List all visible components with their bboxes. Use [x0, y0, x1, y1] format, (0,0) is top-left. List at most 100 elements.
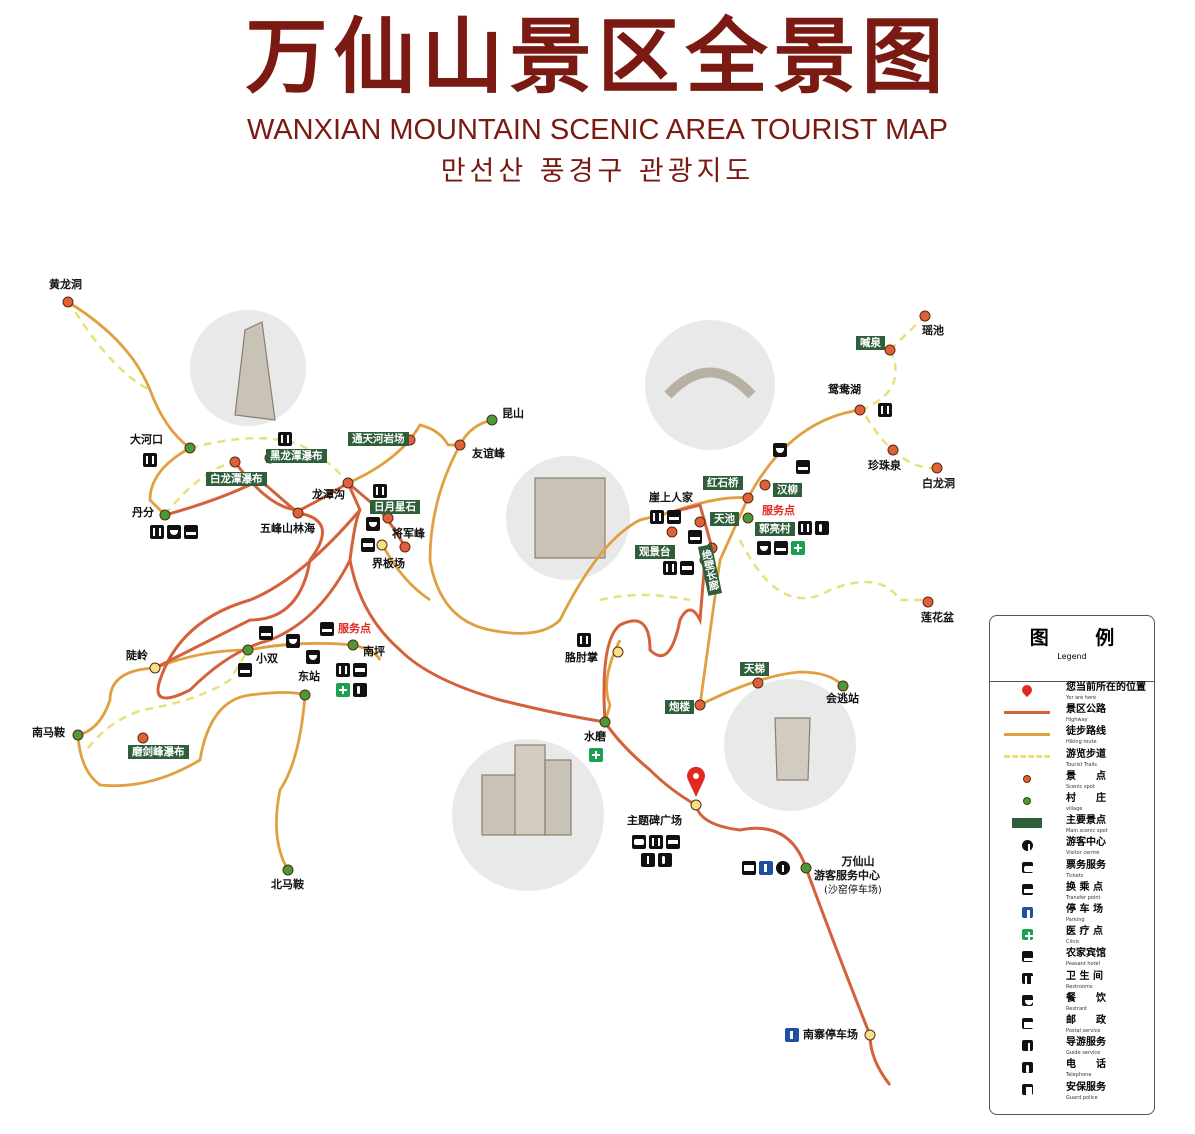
place-label[interactable]: 小双 [256, 652, 278, 665]
main-spot-label[interactable]: 郭亮村 [755, 522, 795, 536]
place-label[interactable]: 将军峰 [392, 527, 425, 540]
place-label[interactable]: 白龙洞 [922, 477, 955, 490]
main-spot-label[interactable]: 观景台 [635, 545, 675, 559]
main-spot-label[interactable]: 炮楼 [665, 700, 694, 714]
restroom-icon [577, 633, 591, 647]
legend-item-english: Hiking route [1066, 739, 1097, 746]
main-spot-label[interactable]: 汉柳 [773, 483, 802, 497]
guide-icon [1002, 1037, 1052, 1053]
hotel-icon [259, 626, 273, 640]
legend-item-english: Parking [1066, 917, 1085, 923]
place-label[interactable]: 南寨停车场 [803, 1028, 858, 1041]
legend-item-label: 停 车 场 [1066, 904, 1103, 915]
main-spot-label[interactable]: 白龙潭瀑布 [206, 472, 267, 486]
facility-icons [688, 530, 702, 544]
legend-item-english: Main scenic spot [1066, 828, 1108, 835]
restaurant-icon [167, 525, 181, 539]
facility-icons [286, 634, 300, 648]
place-label[interactable]: 胳肘掌 [565, 651, 598, 664]
main-spot-label[interactable]: 磨剑峰瀑布 [128, 745, 189, 759]
telephone-icon [353, 683, 367, 697]
visitor-center-name[interactable]: 万仙山 [841, 855, 875, 868]
facility-icons [878, 403, 892, 417]
legend-subtitle: Legend [1057, 652, 1087, 661]
place-label[interactable]: 界板场 [372, 557, 405, 570]
place-label[interactable]: 丹分 [132, 506, 154, 519]
place-label[interactable]: 崖上人家 [649, 491, 693, 504]
facility-icons [336, 683, 367, 697]
service-point-label: 服务点 [338, 622, 371, 635]
place-label[interactable]: 陡岭 [126, 649, 148, 662]
place-label[interactable]: 昆山 [502, 407, 524, 420]
hiking-routes [67, 300, 861, 871]
place-label[interactable]: 大河口 [130, 433, 163, 446]
main-spot-label[interactable]: 通天河岩场 [348, 432, 409, 446]
restroom-icon [278, 432, 292, 446]
telephone-icon [1002, 1059, 1052, 1075]
clinic-icon [791, 541, 805, 555]
guard-icon [1002, 1082, 1052, 1098]
hotel-icon [1002, 948, 1052, 964]
facility-icons [785, 1028, 799, 1042]
place-label[interactable]: 南坪 [363, 645, 385, 658]
place-label[interactable]: 珍珠泉 [868, 459, 901, 472]
main-spot-label[interactable]: 天池 [710, 512, 739, 526]
telephone-icon [658, 853, 672, 867]
legend-item-english: Guard police [1066, 1094, 1098, 1101]
main-spot-icon [1002, 815, 1052, 831]
facility-icons [589, 748, 603, 762]
ticket-icon [1002, 860, 1052, 876]
place-label[interactable]: 龙潭沟 [312, 488, 345, 501]
facility-icons [336, 663, 367, 677]
place-label[interactable]: 鸳鸯湖 [828, 383, 861, 396]
facility-icons [143, 453, 157, 467]
place-label[interactable]: 东站 [298, 670, 320, 683]
clinic-icon [1002, 926, 1052, 942]
hiking-line-icon [1002, 726, 1052, 742]
main-spot-label[interactable]: 红石桥 [703, 476, 743, 490]
restaurant-icon [366, 517, 380, 531]
parking-icon [1002, 904, 1052, 920]
facility-icons [641, 853, 672, 867]
postal-icon [1002, 1015, 1052, 1031]
clinic-icon [589, 748, 603, 762]
hotel-icon [238, 663, 252, 677]
facility-icons [361, 538, 375, 552]
facility-icons [663, 561, 694, 575]
main-spot-label[interactable]: 日月星石 [370, 500, 420, 514]
place-label[interactable]: 主题碑广场 [627, 814, 682, 827]
legend-item-label: 景 点 [1066, 770, 1106, 782]
hotel-icon [796, 460, 810, 474]
main-spot-label[interactable]: 天梯 [740, 662, 769, 676]
place-label[interactable]: 南马鞍 [32, 726, 65, 739]
main-spot-label[interactable]: 黑龙潭瀑布 [266, 449, 327, 463]
place-label[interactable]: 莲花盆 [921, 611, 954, 624]
restaurant-icon [773, 443, 787, 457]
facility-icons [278, 432, 292, 446]
legend-item-label: 您当前所在的位置 [1066, 682, 1146, 693]
legend-item-english: Tickets [1066, 872, 1084, 879]
place-label[interactable]: 黄龙洞 [49, 278, 82, 291]
place-label[interactable]: 友谊峰 [472, 447, 505, 460]
service-point-label: 服务点 [762, 504, 795, 517]
place-label[interactable]: 北马鞍 [271, 878, 304, 891]
postal-icon [742, 861, 756, 875]
clinic-icon [336, 683, 350, 697]
place-label[interactable]: 瑶池 [922, 324, 944, 337]
place-label[interactable]: 水磨 [584, 730, 606, 743]
visitor-center-name[interactable]: 游客服务中心 [814, 869, 880, 882]
main-spot-label[interactable]: 喊泉 [856, 336, 885, 350]
facility-icons [742, 861, 790, 875]
transfer-icon [361, 538, 375, 552]
legend-item-label: 景区公路 [1066, 704, 1106, 716]
place-label[interactable]: 会逃站 [826, 692, 859, 705]
legend-item-label: 导游服务 [1066, 1037, 1106, 1049]
place-label[interactable]: 五峰山林海 [260, 522, 315, 535]
